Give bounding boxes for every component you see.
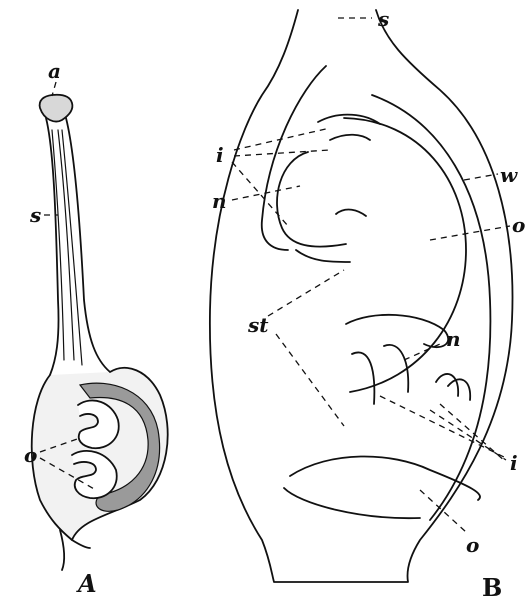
label-b-stalk: s [377,7,389,31]
figure-b-inner-wall [372,95,490,520]
figure-a-apex [40,95,73,122]
pointer-b-integument-4 [380,396,506,458]
figure-b-lower-arc [284,456,480,518]
figure-a: a s o A [24,59,168,598]
pointer-b-integument-3 [232,162,288,226]
figure-b-outer-wall [210,10,513,582]
pointer-b-nucellus-lower [404,344,440,360]
figure-b: s i n w o st n i o B [210,7,525,602]
label-b-ovule-lower: o [466,533,479,557]
label-b-stalk-tissue: st [247,313,269,337]
label-b-integuments: i [216,143,224,167]
pointer-b-integument-1 [234,128,330,150]
label-a-apex: a [48,59,61,83]
label-b-integuments-lower: i [510,451,518,475]
pointer-b-cavity [430,226,510,240]
label-a-ovules: o [24,443,37,467]
label-b-nucellus-lower: n [446,327,461,351]
figure-b-cavity [262,66,466,392]
label-b-ovary-cavity: o [512,213,525,237]
caption-b: B [482,573,502,602]
pointer-b-integument-2 [234,150,330,156]
label-a-stalk: s [29,203,41,227]
label-b-nucellus-upper: n [212,189,227,213]
pointer-b-st-lower [276,334,344,426]
figure-a-stalk [46,118,110,375]
label-b-wall: w [500,163,518,187]
pointer-b-st-upper [268,270,344,316]
caption-a: A [76,569,97,598]
